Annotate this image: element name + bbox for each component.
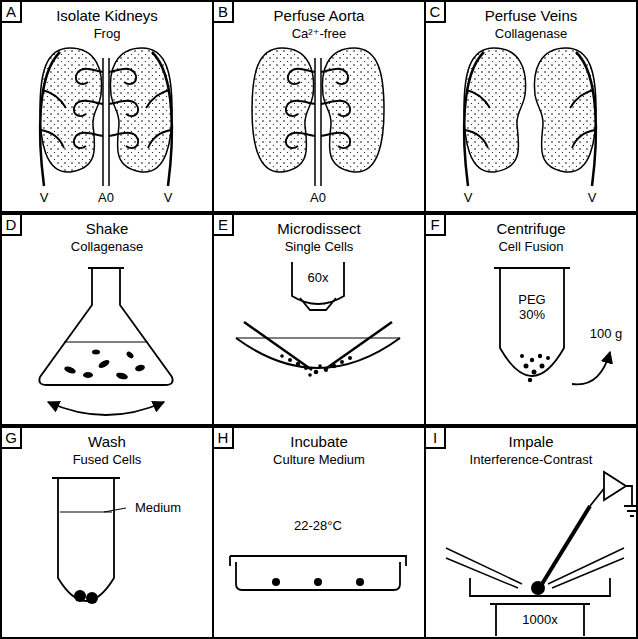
figure-label: PEG 30% — [511, 292, 553, 322]
figure-label: V — [463, 190, 474, 205]
step-title: Centrifuge — [448, 220, 614, 238]
figure-label: 1000x — [521, 612, 558, 627]
step-title: Shake — [24, 220, 190, 238]
step-panel: IImpaleInterference-Contrast — [424, 426, 638, 639]
panel-letter: B — [214, 2, 234, 23]
step-title: Microdissect — [236, 220, 402, 238]
step-subtitle: Ca²⁺-free — [220, 26, 418, 42]
step-subtitle: Culture Medium — [220, 452, 418, 468]
panel-letter: C — [426, 2, 446, 23]
step-panel: CPerfuse VeinsCollagenase — [424, 0, 638, 213]
step-subtitle: Cell Fusion — [432, 239, 630, 255]
panel-letter: G — [2, 428, 22, 449]
panel-letter: A — [2, 2, 22, 23]
figure-label: V — [163, 190, 174, 205]
step-subtitle: Single Cells — [220, 239, 418, 255]
figure-label: A0 — [97, 190, 115, 205]
step-panel: AIsolate KidneysFrog — [0, 0, 214, 213]
step-subtitle: Interference-Contrast — [432, 452, 630, 468]
figure-label: 100 g — [589, 326, 624, 341]
panel-letter: E — [214, 215, 234, 236]
step-panel: GWashFused Cells — [0, 426, 214, 639]
step-subtitle: Collagenase — [8, 239, 206, 255]
panel-letter: H — [214, 428, 234, 449]
figure-label: Medium — [134, 500, 182, 515]
figure-label: 60x — [307, 270, 330, 285]
step-subtitle: Collagenase — [432, 26, 630, 42]
figure-label: V — [587, 190, 598, 205]
figure-label: V — [39, 190, 50, 205]
figure-label: A0 — [309, 190, 327, 205]
step-title: Wash — [24, 433, 190, 451]
panel-letter: I — [426, 428, 446, 449]
step-title: Incubate — [236, 433, 402, 451]
step-subtitle: Frog — [8, 26, 206, 42]
panel-letter: F — [426, 215, 446, 236]
step-panel: BPerfuse AortaCa²⁺-free — [212, 0, 426, 213]
step-title: Impale — [448, 433, 614, 451]
step-panel: DShakeCollagenase — [0, 213, 214, 426]
panel-letter: D — [2, 215, 22, 236]
figure-label: 22-28°C — [293, 518, 343, 533]
step-title: Isolate Kidneys — [24, 7, 190, 25]
step-subtitle: Fused Cells — [8, 452, 206, 468]
step-panel: EMicrodissectSingle Cells — [212, 213, 426, 426]
step-title: Perfuse Aorta — [236, 7, 402, 25]
step-title: Perfuse Veins — [448, 7, 614, 25]
